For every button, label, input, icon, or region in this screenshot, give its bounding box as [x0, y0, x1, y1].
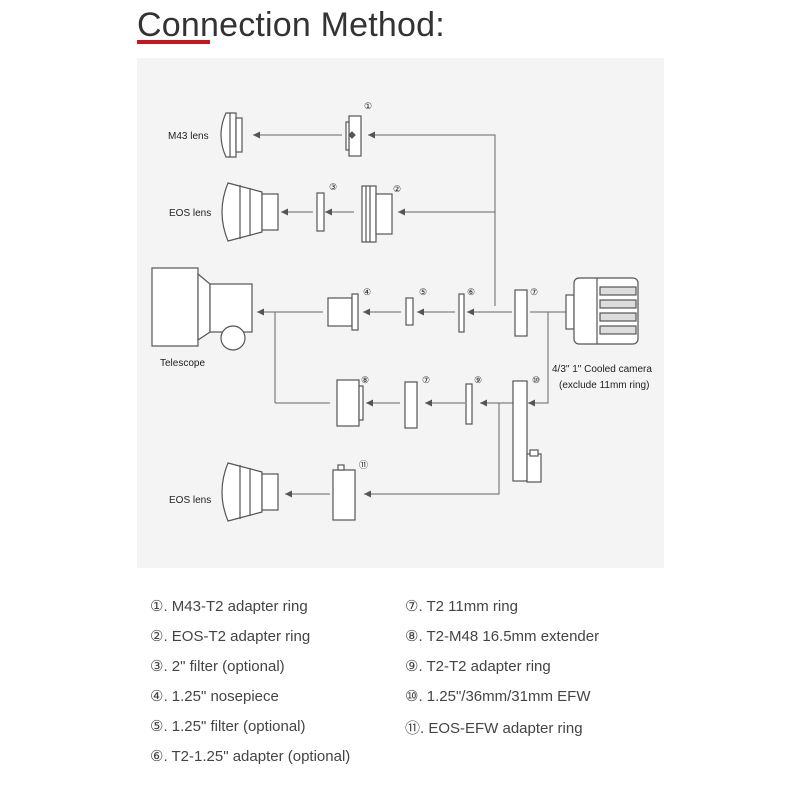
marker-3: ③ [329, 182, 337, 192]
t2-11mm-ring-lower-icon [404, 381, 418, 429]
legend-item-7: ⑦. T2 11mm ring [405, 598, 518, 615]
filter-2in-icon [316, 192, 325, 232]
t2-t2-ring-icon [465, 383, 473, 425]
legend-item-3: ③. 2" filter (optional) [150, 658, 285, 675]
filter-wheel-icon [512, 380, 542, 483]
legend-item-4: ④. 1.25" nosepiece [150, 688, 279, 705]
legend-item-10: ⑩. 1.25"/36mm/31mm EFW [405, 688, 591, 705]
connector-lines [253, 131, 572, 498]
m43-t2-ring-icon [345, 115, 362, 157]
legend-item-9: ⑨. T2-T2 adapter ring [405, 658, 551, 675]
t2-11mm-ring-icon [514, 289, 528, 337]
legend-item-1: ①. M43-T2 adapter ring [150, 598, 308, 615]
label-eos-lens-top: EOS lens [169, 208, 211, 219]
eos-lens-top-icon [221, 182, 279, 242]
label-camera-line2: (exclude 11mm ring) [559, 380, 649, 391]
marker-9: ⑨ [474, 375, 482, 385]
nosepiece-icon [327, 293, 359, 331]
marker-4: ④ [363, 287, 371, 297]
page-title: Connection Method: [137, 6, 445, 44]
eos-t2-ring-icon [361, 185, 393, 243]
connection-diagram: M43 lens EOS lens Telescope 4/3" 1" Cool… [151, 101, 652, 522]
marker-2: ② [393, 184, 401, 194]
title-underline [137, 40, 210, 44]
marker-6: ⑥ [467, 287, 475, 297]
t2-125-adapter-icon [458, 293, 465, 333]
label-telescope: Telescope [160, 358, 205, 369]
telescope-icon [151, 267, 253, 351]
legend-item-5: ⑤. 1.25" filter (optional) [150, 718, 306, 735]
marker-5: ⑤ [419, 287, 427, 297]
eos-lens-bottom-icon [221, 462, 279, 522]
label-eos-lens-bottom: EOS lens [169, 495, 211, 506]
marker-10: ⑩ [532, 375, 540, 385]
marker-1: ① [364, 101, 372, 111]
t2-m48-extender-icon [336, 379, 364, 427]
marker-7-mid: ⑦ [530, 287, 538, 297]
marker-11: ⑪ [359, 460, 368, 470]
eos-efw-ring-icon [332, 464, 356, 521]
legend-item-8: ⑧. T2-M48 16.5mm extender [405, 628, 600, 645]
marker-7-low: ⑦ [422, 375, 430, 385]
legend-item-6: ⑥. T2-1.25" adapter (optional) [150, 748, 351, 765]
cooled-camera-icon [565, 277, 639, 345]
label-camera-line1: 4/3" 1" Cooled camera [552, 364, 652, 375]
filter-125in-icon [405, 297, 414, 326]
legend-item-2: ②. EOS-T2 adapter ring [150, 628, 311, 645]
m43-lens-icon [220, 112, 243, 158]
marker-8: ⑧ [361, 375, 369, 385]
label-m43-lens: M43 lens [168, 131, 209, 142]
legend-item-11: ⑪. EOS-EFW adapter ring [405, 720, 583, 737]
